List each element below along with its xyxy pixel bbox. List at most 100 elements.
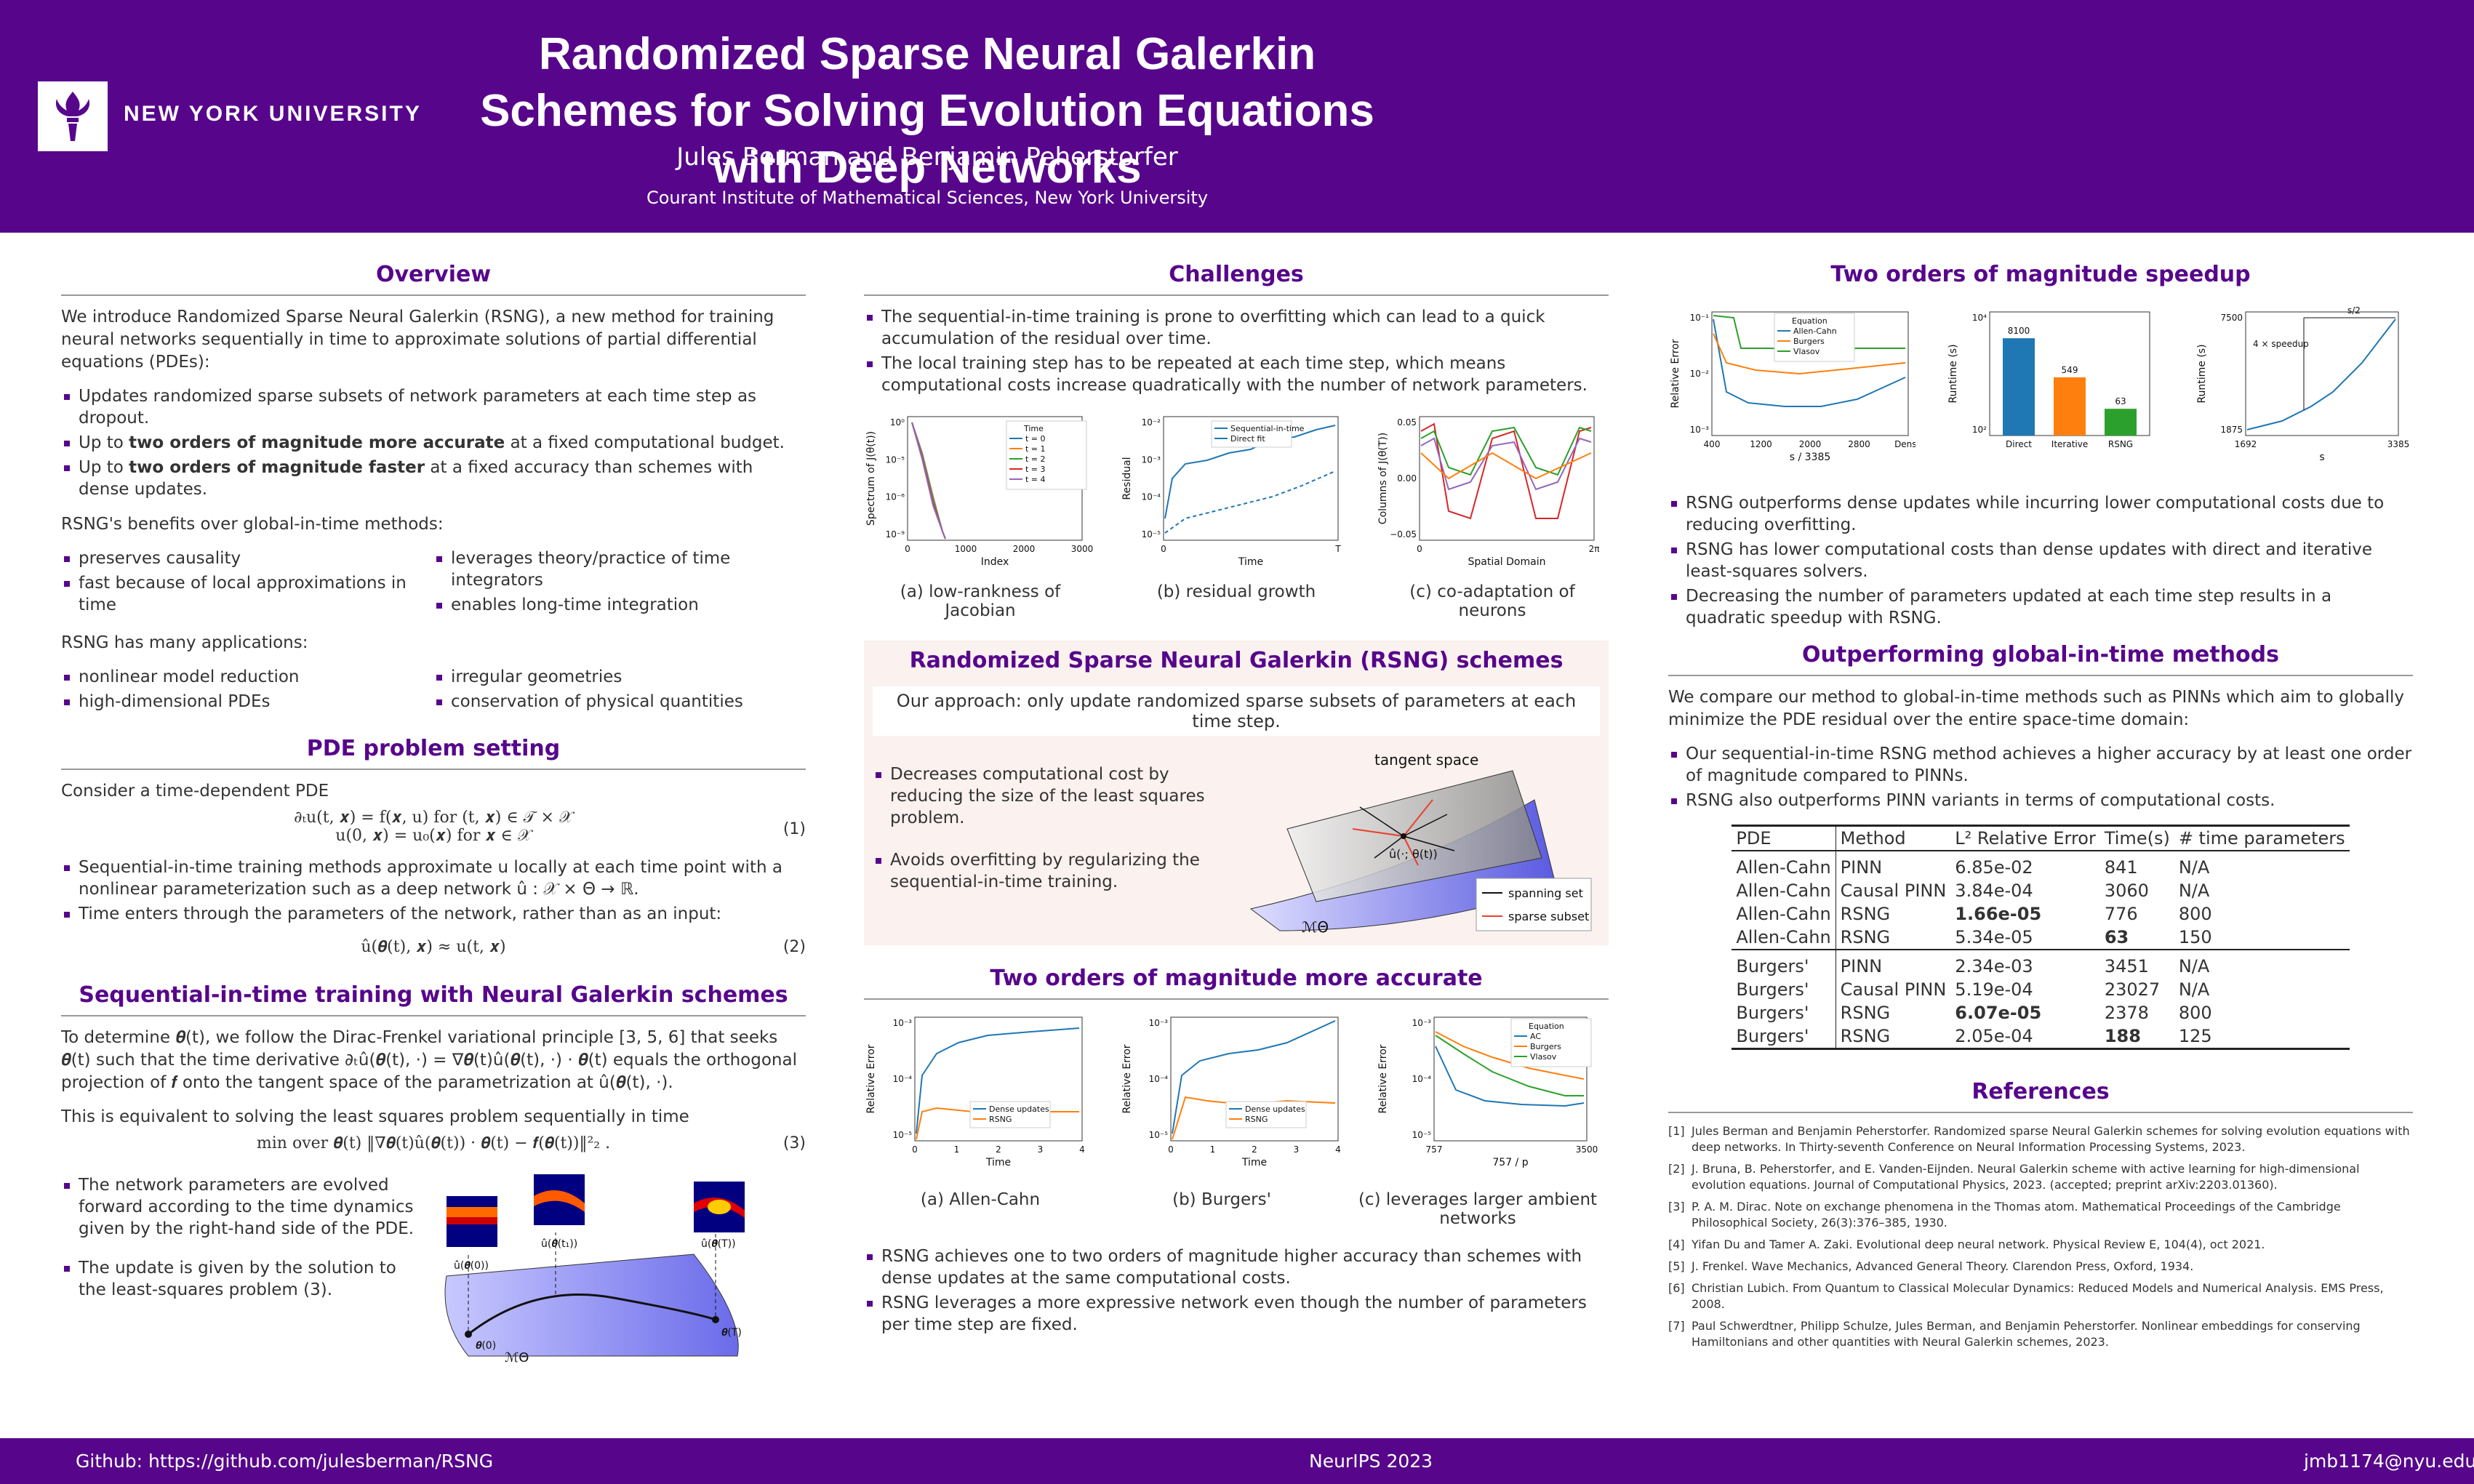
y-tick-label: 10⁻³ — [893, 1018, 913, 1028]
legend-entry: RSNG — [989, 1115, 1012, 1124]
runtime-bar — [2054, 377, 2086, 436]
trajectory-manifold-diagram: û(𝜽(0)) û(𝜽(t₁)) û(𝜽(T)) 𝜽(0) 𝜽(T) ℳΘ — [444, 1174, 745, 1363]
x-tick-label: 2π — [1589, 544, 1600, 554]
y-tick-label: 10⁻⁴ — [1412, 1074, 1432, 1084]
accurate-bullets: RSNG achieves one to two orders of magni… — [864, 1246, 1609, 1336]
bar-value-label: 63 — [2115, 396, 2126, 406]
benefit-item: enables long-time integration — [433, 594, 806, 616]
email-link[interactable]: jmb1174@nyu.edu — [2304, 1451, 2474, 1472]
series-dense — [1172, 1020, 1336, 1134]
caption-c: (c) co-adaptation of neurons — [1409, 582, 1575, 620]
results-table: PDE Method L² Relative Error Time(s) # t… — [1732, 825, 2350, 1050]
table-cell: N/A — [2178, 979, 2210, 1000]
table-cell: Allen-Cahn — [1736, 927, 1831, 947]
app-item: irregular geometries — [433, 666, 806, 688]
y-tick-label: 10⁻⁵ — [893, 1130, 913, 1140]
seq-figure-row: The network parameters are evolved forwa… — [61, 1174, 806, 1363]
legend-entry: Sequential-in-time — [1230, 424, 1305, 433]
reference-list: [1] Jules Berman and Benjamin Peherstorfe… — [1668, 1123, 2413, 1350]
legend-entry: Dense updates — [989, 1104, 1049, 1114]
header-cell: L² Relative Error — [1955, 828, 2096, 849]
x-tick-label: 2 — [996, 1144, 1001, 1155]
x-axis-label: Time — [1241, 1157, 1267, 1168]
seq-title: Sequential-in-time training with Neural … — [61, 982, 806, 1016]
heatmap-t1 — [534, 1174, 585, 1225]
reference-text: J. Bruna, B. Peherstorfer, and E. Vanden… — [1692, 1162, 2360, 1192]
header-cell: # time parameters — [2178, 828, 2345, 849]
heatmap-t0 — [447, 1196, 497, 1247]
legend-entry: t = 3 — [1025, 465, 1046, 474]
reference-text: J. Frenkel. Wave Mechanics, Advanced Gen… — [1692, 1259, 2194, 1273]
seq-bullet: The network parameters are evolved forwa… — [61, 1174, 425, 1240]
table-cell: Allen-Cahn — [1736, 857, 1831, 878]
github-link[interactable]: Github: https://github.com/julesberman/R… — [76, 1451, 494, 1472]
annotation-speedup: 4 × speedup — [2253, 339, 2309, 349]
reference-text: Paul Schwerdtner, Philipp Schulze, Jules… — [1692, 1319, 2361, 1349]
y-tick-label: 10⁻⁵ — [1149, 1130, 1169, 1140]
overview-intro: We introduce Randomized Sparse Neural Ga… — [61, 308, 774, 372]
reference-number: [1] — [1668, 1124, 1685, 1138]
y-tick-label: 10⁻⁵ — [1142, 529, 1161, 540]
y-tick-label: 10⁴ — [1972, 313, 1987, 323]
overview-bullet: Up to two orders of magnitude more accur… — [61, 432, 806, 454]
global-bullets: Our sequential-in-time RSNG method achie… — [1668, 743, 2413, 811]
reference-number: [4] — [1668, 1238, 1685, 1251]
benefits-list: preserves causality fast because of local… — [61, 548, 806, 632]
reference-item: [7]Paul Schwerdtner, Philipp Schulze, Ju… — [1668, 1318, 2413, 1350]
app-item: conservation of physical quantities — [433, 691, 806, 713]
diagram-legend — [1476, 878, 1592, 931]
x-tick-label: 2000 — [1013, 544, 1036, 554]
reference-text: Yifan Du and Tamer A. Zaki. Evolutional … — [1692, 1238, 2265, 1251]
global-bullet: RSNG also outperforms PINN variants in t… — [1668, 790, 2413, 811]
benefit-item: fast because of local approximations in … — [61, 572, 433, 616]
y-tick-label: 10⁻⁵ — [886, 454, 905, 465]
x-tick-label: 3000 — [1071, 544, 1094, 554]
rsng-content: Decreases computational cost by reducing… — [873, 749, 1600, 938]
table-cell: 2.05e-04 — [1955, 1026, 2033, 1046]
table-cell: 23027 — [2104, 979, 2161, 1000]
column-series — [1420, 452, 1592, 480]
legend-title: Equation — [1792, 316, 1828, 326]
annotation-s-half: s/2 — [2347, 305, 2361, 316]
table-cell: RSNG — [1835, 1024, 1951, 1049]
reference-text: Jules Berman and Benjamin Peherstorfer. … — [1692, 1124, 2410, 1154]
table-cell: 150 — [2178, 927, 2212, 947]
x-tick-label: 2800 — [1848, 439, 1870, 449]
pde-bullets: Sequential-in-time training methods appr… — [61, 857, 806, 925]
venue-label: NeurIPS 2023 — [1309, 1451, 1433, 1472]
x-tick-label: 1 — [954, 1144, 960, 1155]
x-axis-label: 757 / p — [1492, 1157, 1528, 1168]
x-tick-label: 0 — [905, 544, 910, 554]
legend-sparse-subset: sparse subset — [1508, 910, 1589, 923]
benefit-item: preserves causality — [61, 548, 433, 569]
bar-value-label: 8100 — [2008, 326, 2030, 336]
speedup-bullets: RSNG outperforms dense updates while inc… — [1668, 492, 2413, 629]
rsng-bullet: Decreases computational cost by reducing… — [873, 763, 1236, 829]
reference-item: [2]J. Bruna, B. Peherstorfer, and E. Van… — [1668, 1161, 2413, 1193]
table-cell: 1.66e-05 — [1955, 904, 2042, 924]
plot-frame — [2245, 311, 2399, 436]
manifold-label: ℳΘ — [1302, 918, 1329, 936]
y-tick-label: 10⁻³ — [1149, 1018, 1169, 1028]
equation-3: min over 𝜽̇(t) ‖∇𝜽(t)û(𝜽(t)) · 𝜽̇(t) − 𝒇… — [256, 1134, 806, 1152]
challenges-captions: (a) low-rankness of Jacobian (b) residua… — [864, 582, 1609, 620]
y-tick-label: 10⁻¹ — [1690, 313, 1710, 323]
table-cell: 3060 — [2104, 881, 2149, 901]
legend-entry: Direct fit — [1230, 434, 1265, 444]
heatmap-tT — [694, 1182, 745, 1232]
caption-a: (a) low-rankness of Jacobian — [900, 582, 1061, 620]
table-cell: N/A — [2178, 956, 2210, 976]
accurate-bullet: RSNG leverages a more expressive network… — [864, 1292, 1609, 1336]
x-tick-label: 4 — [1335, 1144, 1341, 1155]
label-u-theta-t1: û(𝜽(t₁)) — [541, 1238, 577, 1250]
overview-bullet: Up to two orders of magnitude faster at … — [61, 457, 806, 500]
legend-title: Equation — [1529, 1022, 1564, 1031]
reference-item: [3]P. A. M. Dirac. Note on exchange phen… — [1668, 1199, 2413, 1231]
y-tick-label: 10⁻⁴ — [893, 1074, 913, 1084]
